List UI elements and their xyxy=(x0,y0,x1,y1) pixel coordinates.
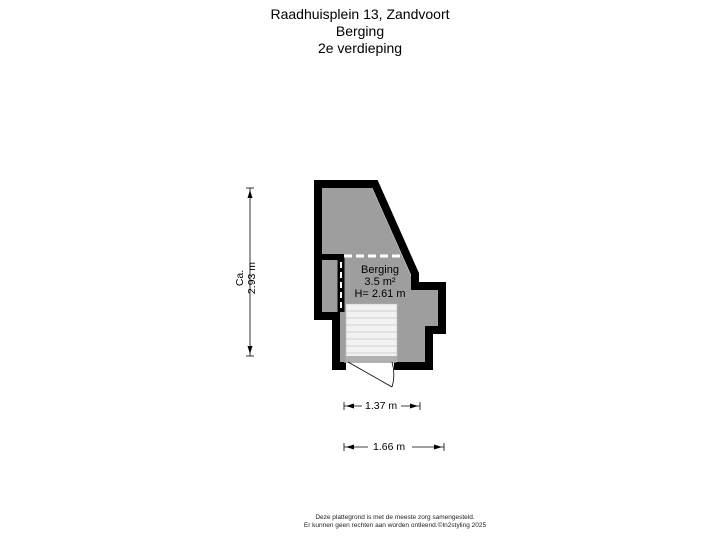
disclaimer-footer: Deze plattegrond is met de meeste zorg s… xyxy=(0,514,720,530)
inner-width-label: 1.37 m xyxy=(365,400,398,412)
space-title: Berging xyxy=(335,23,385,39)
staircase xyxy=(345,303,398,363)
plan-header: Raadhuisplein 13, Zandvoort Berging 2e v… xyxy=(0,6,720,57)
outer-width-label: 1.66 m xyxy=(373,441,406,453)
vertical-dimension-value: 2.93 m xyxy=(246,261,258,295)
room-area: 3.5 m² xyxy=(364,276,396,288)
door-opening xyxy=(346,362,394,370)
inner-width-dimension xyxy=(343,402,421,410)
room-name: Berging xyxy=(361,264,399,276)
outer-walls xyxy=(314,180,446,370)
stair-landing xyxy=(346,356,397,361)
floor-title: 2e verdieping xyxy=(317,40,403,56)
stair-steps xyxy=(346,310,397,354)
disclaimer-line-2: Er kunnen geen rechten aan worden ontlee… xyxy=(303,522,487,529)
door-swing xyxy=(347,361,395,388)
vertical-dimension-prefix: Ca. xyxy=(234,269,246,287)
address-title: Raadhuisplein 13, Zandvoort xyxy=(270,6,450,22)
room-height: H= 2.61 m xyxy=(354,288,406,300)
outer-width-dimension xyxy=(343,443,445,451)
room-label: Berging 3.5 m² H= 2.61 m xyxy=(330,264,430,300)
vertical-dimension xyxy=(246,187,254,357)
disclaimer-line-1: Deze plattegrond is met de meeste zorg s… xyxy=(315,514,475,521)
vertical-dimension-label: Ca. 2.93 m xyxy=(234,228,258,328)
